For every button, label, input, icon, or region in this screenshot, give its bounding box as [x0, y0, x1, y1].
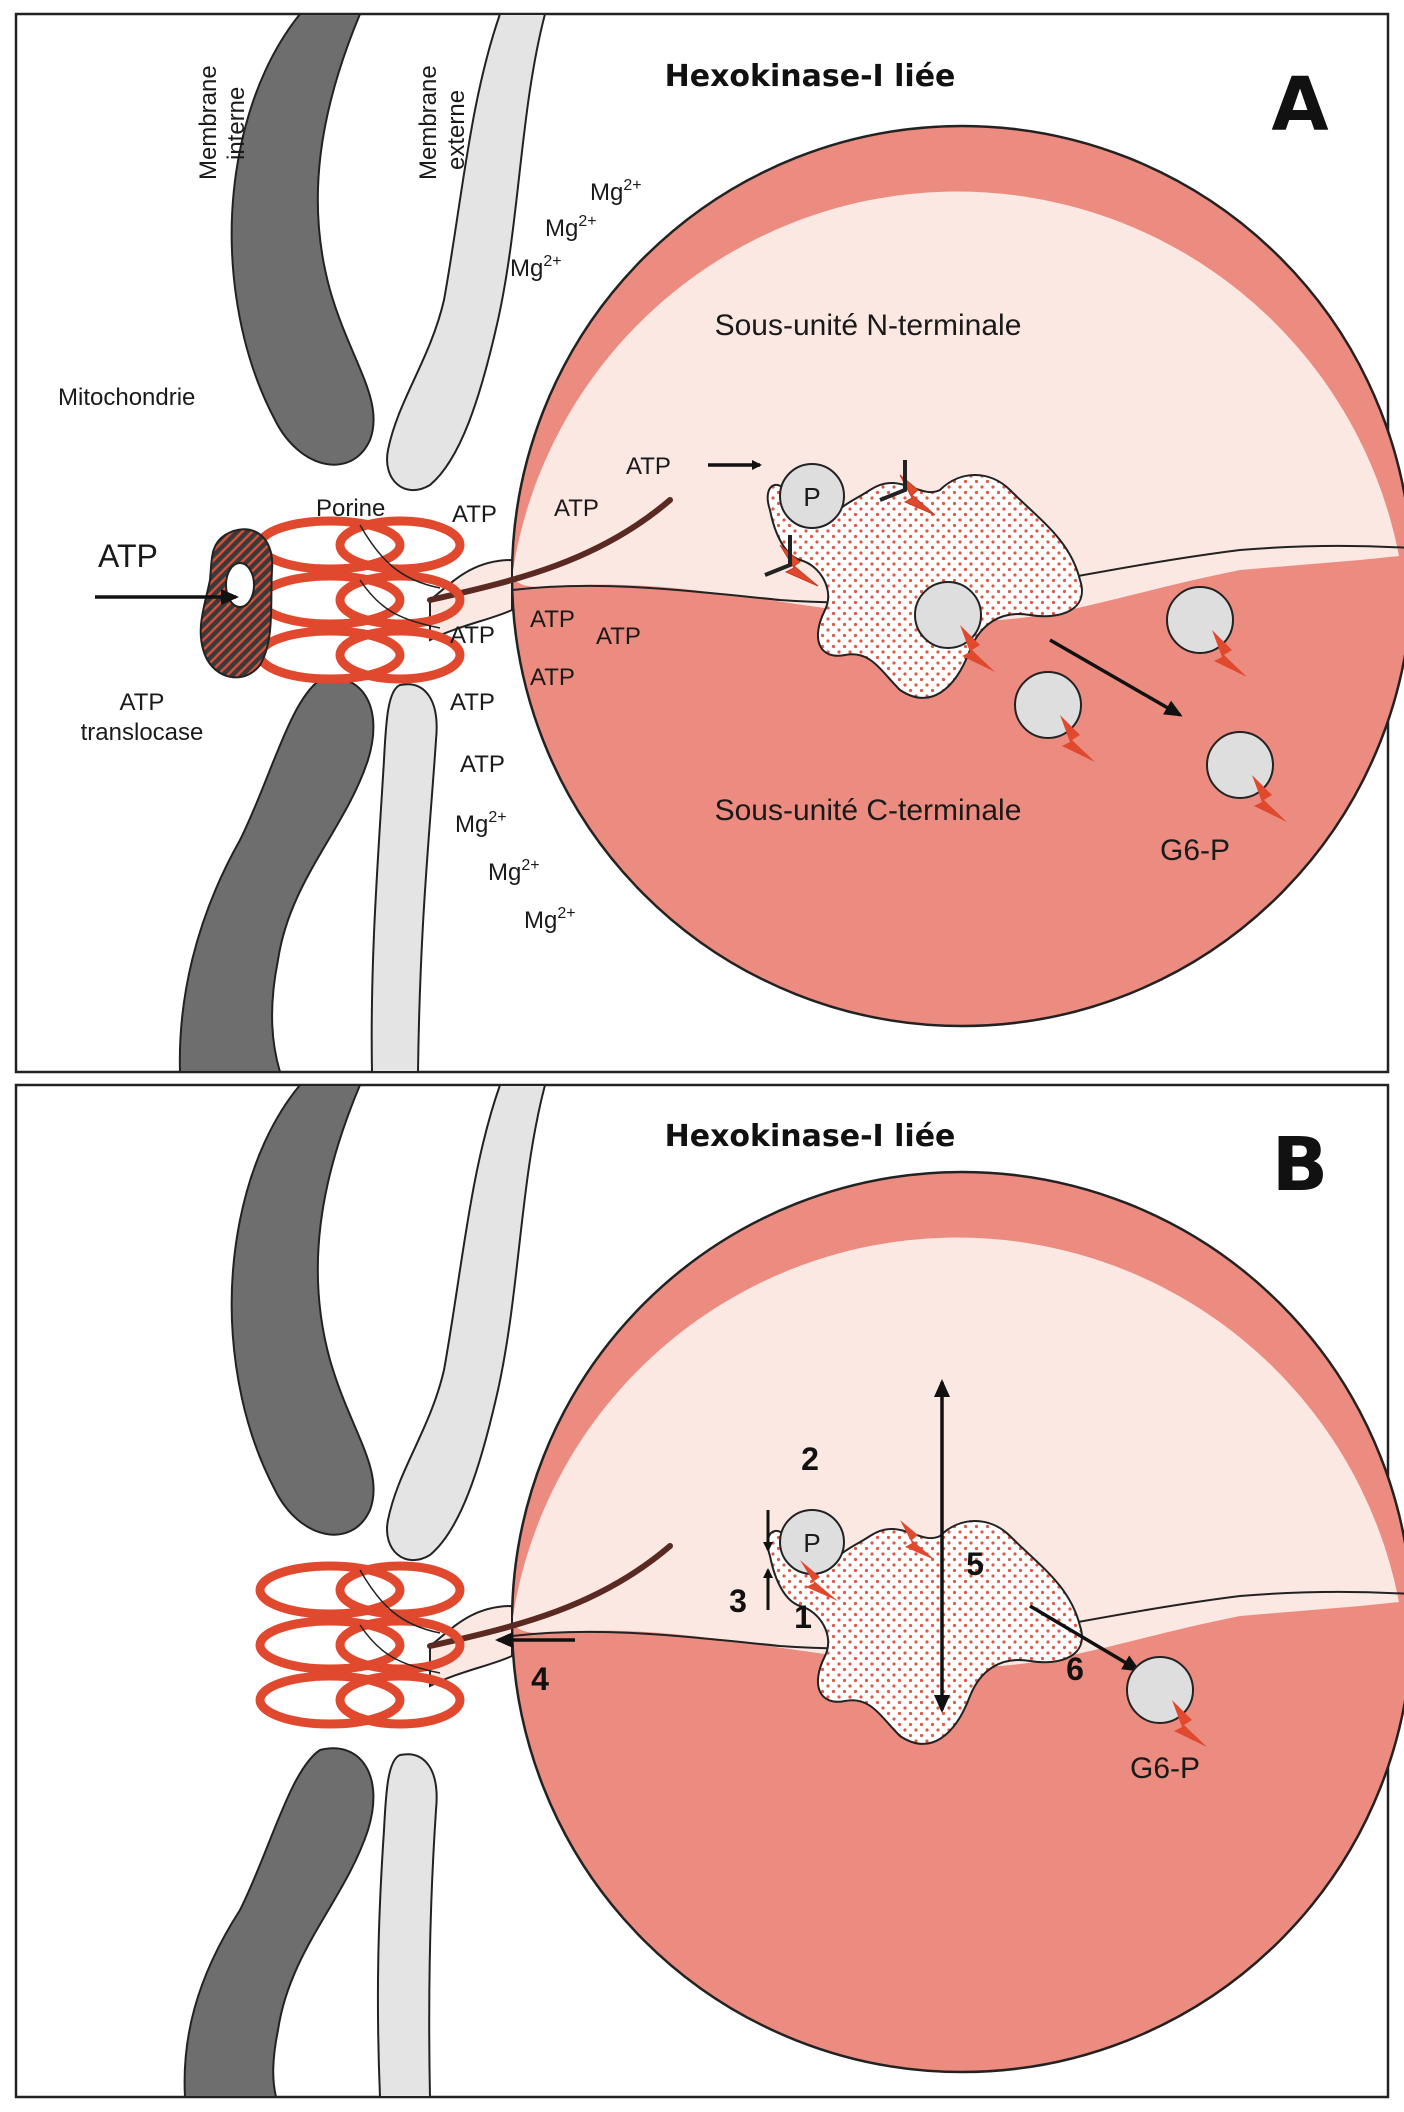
panel-b-letter: B [1272, 1122, 1328, 1208]
porin-inner-lines-b [359, 1569, 441, 1674]
inhibitor-ticks-a [764, 460, 907, 577]
svg-text:ATP: ATP [452, 501, 497, 528]
porine-label: Porine [316, 495, 385, 522]
step-2-label: 2 [801, 1441, 819, 1477]
atp-main-label: ATP [98, 538, 158, 574]
membrane-externe-label-2: externe [443, 90, 470, 170]
membrane-externe-label-1: Membrane [415, 65, 442, 180]
c-terminal-label: Sous-unité C-terminale [715, 794, 1022, 827]
svg-text:ATP: ATP [596, 623, 641, 650]
svg-text:ATP: ATP [626, 453, 671, 480]
g6p-release-arrow-a [1049, 638, 1183, 717]
n-terminal-tail-a [427, 497, 673, 603]
step-1-label: 1 [794, 1599, 812, 1635]
inner-membrane-lower-b [183, 1747, 375, 2098]
porin-inner-lines-a [359, 524, 441, 629]
atp-translocase-label-1: ATP [120, 689, 165, 716]
phosphate-ball-a [779, 463, 845, 529]
step-6-label: 6 [1066, 1651, 1084, 1687]
svg-text:Mg2+: Mg2+ [524, 905, 576, 934]
svg-text:Mg2+: Mg2+ [545, 213, 597, 242]
porin-channel-b [255, 1561, 465, 1729]
svg-text:ATP: ATP [450, 622, 495, 649]
mg-ions-a: Mg2+ Mg2+ Mg2+ Mg2+ Mg2+ Mg2+ [455, 177, 642, 934]
panel-a-letter: A [1271, 62, 1328, 148]
outer-membrane-upper-b [386, 1084, 547, 1561]
svg-text:Mg2+: Mg2+ [488, 857, 540, 886]
g6p-bolt-b [1172, 1700, 1207, 1747]
svg-text:ATP: ATP [530, 664, 575, 691]
membrane-interne-label-2: interne [223, 87, 250, 160]
step6-arrow [1029, 1604, 1141, 1672]
svg-text:Mg2+: Mg2+ [590, 177, 642, 206]
svg-text:ATP: ATP [450, 689, 495, 716]
n-terminal-tail-b [427, 1543, 673, 1649]
g6p-label-a: G6-P [1160, 834, 1230, 867]
panel-a: P Hexokinase-I liée A Membrane [14, 12, 1404, 1074]
svg-text:ATP: ATP [530, 606, 575, 633]
g6p-bolts-a [960, 625, 1287, 822]
outer-membrane-upper [386, 13, 547, 491]
inner-membrane-upper [230, 13, 375, 466]
panel-b: P Hexokinase-I liée B G6-P 1 2 3 4 5 6 [14, 1083, 1404, 2099]
step-3-label: 3 [729, 1583, 747, 1619]
panel-b-title: Hexokinase-I liée [665, 1119, 956, 1154]
n-terminal-label: Sous-unité N-terminale [715, 309, 1022, 342]
step-4-label: 4 [531, 1661, 549, 1697]
g6p-label-b: G6-P [1130, 1752, 1200, 1785]
inner-membrane-lower [178, 677, 375, 1073]
svg-text:ATP: ATP [554, 495, 599, 522]
svg-text:Mg2+: Mg2+ [455, 809, 507, 838]
phosphate-label-a: P [803, 482, 820, 512]
atp-molecules-a: ATP ATP ATP ATP ATP ATP ATP ATP ATP [450, 453, 671, 778]
atp-translocase-label-2: translocase [81, 719, 204, 746]
glucose-bolts-b [800, 1520, 935, 1601]
panel-a-title: Hexokinase-I liée [665, 59, 956, 94]
translocase-pore [225, 562, 255, 608]
phosphate-label-b: P [803, 1528, 820, 1558]
outer-membrane-lower [370, 683, 438, 1073]
svg-text:ATP: ATP [460, 751, 505, 778]
outer-membrane-lower-b [376, 1753, 438, 2098]
inner-membrane-upper-b [230, 1084, 375, 1536]
mitochondrie-label: Mitochondrie [58, 384, 195, 411]
step-5-label: 5 [966, 1546, 984, 1582]
svg-text:Mg2+: Mg2+ [510, 253, 562, 282]
membrane-interne-label-1: Membrane [195, 65, 222, 180]
